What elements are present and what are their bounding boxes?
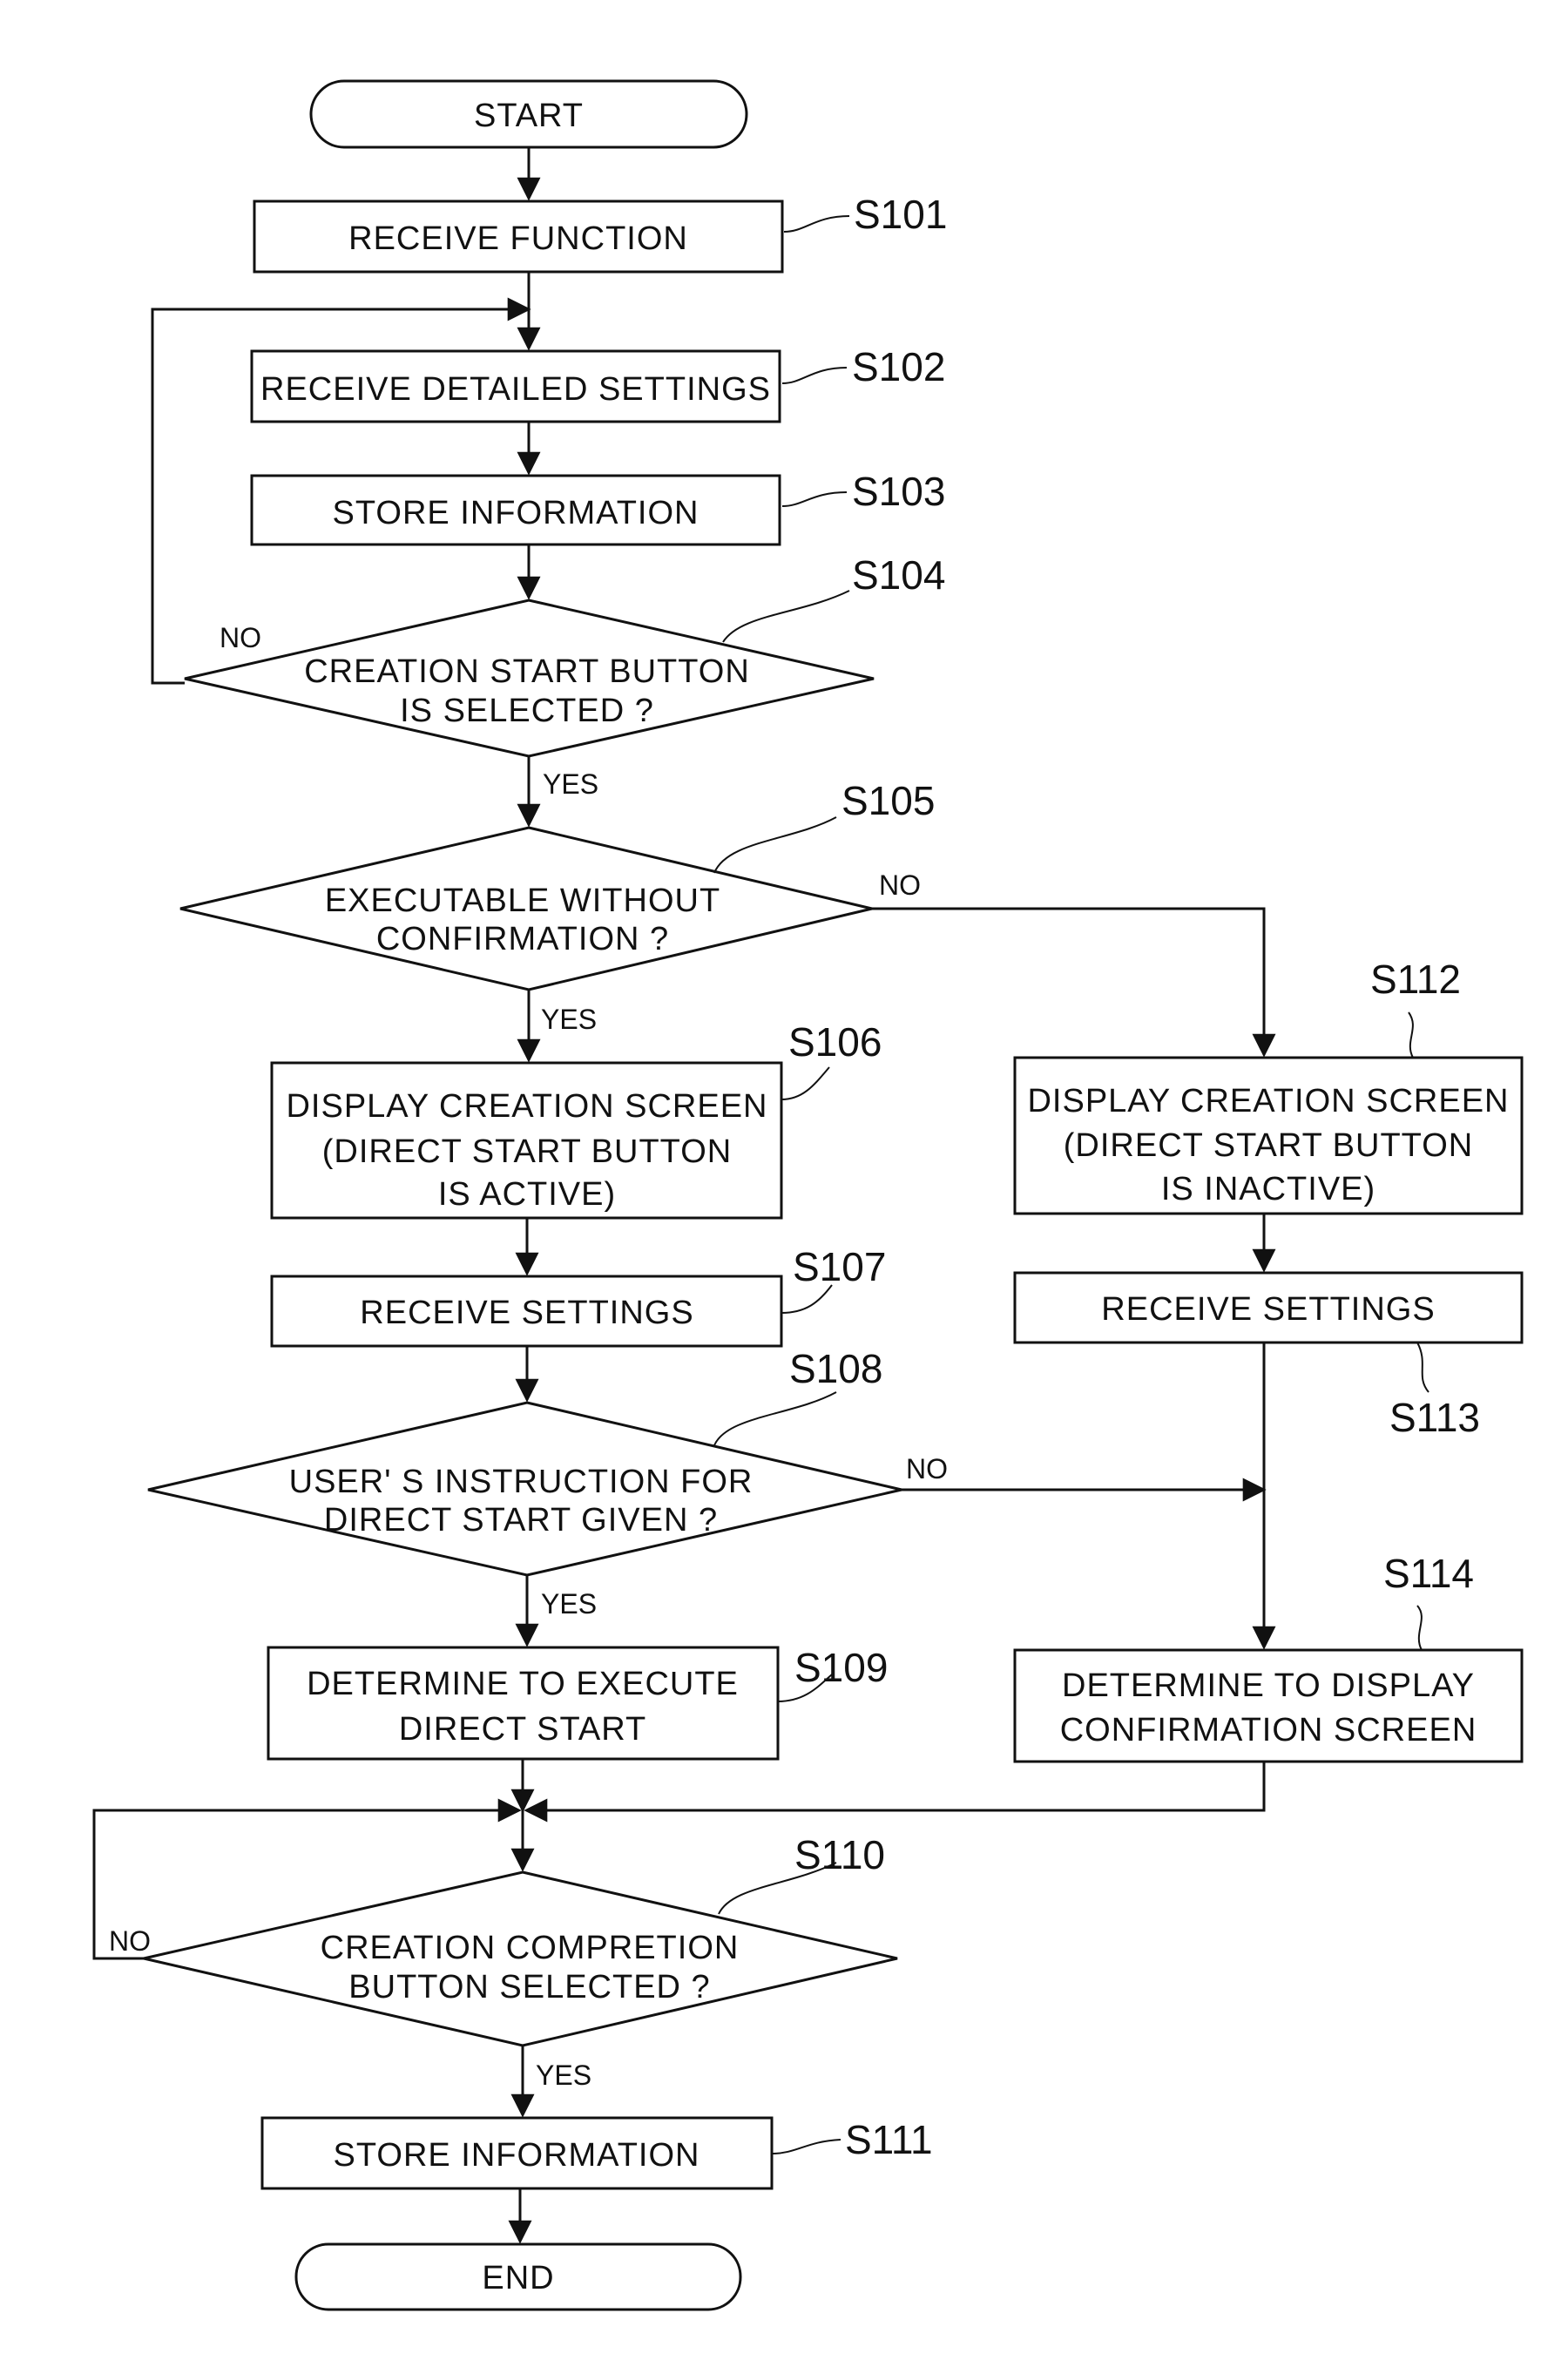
s101-text: RECEIVE FUNCTION — [348, 220, 688, 257]
s104-no-label: NO — [220, 622, 261, 653]
start-node: START — [311, 81, 747, 147]
s108-leader — [714, 1392, 836, 1445]
s106-text-line1: DISPLAY CREATION SCREEN — [286, 1088, 767, 1125]
edge-s114-merge — [526, 1762, 1264, 1810]
s106-text-line2: (DIRECT START BUTTON — [322, 1133, 732, 1170]
s112-text-line3: IS INACTIVE) — [1161, 1171, 1375, 1207]
s110-step-label: S110 — [794, 1832, 885, 1877]
s105-text-line2: CONFIRMATION ? — [376, 921, 669, 957]
s104-leader — [723, 591, 849, 642]
s109-step-label: S109 — [794, 1645, 888, 1690]
s108-no-label: NO — [906, 1453, 948, 1485]
s110-text-line1: CREATION COMPRETION — [321, 1930, 740, 1966]
process-s101: RECEIVE FUNCTION — [254, 201, 782, 272]
start-label: START — [474, 98, 584, 134]
s112-step-label: S112 — [1370, 957, 1461, 1002]
s109-text-line1: DETERMINE TO EXECUTE — [307, 1666, 739, 1702]
s105-no-label: NO — [879, 869, 921, 901]
s104-text-line1: CREATION START BUTTON — [304, 653, 750, 690]
s104-yes-label: YES — [543, 768, 598, 800]
process-s102: RECEIVE DETAILED SETTINGS — [252, 351, 780, 422]
process-s109: DETERMINE TO EXECUTE DIRECT START — [268, 1647, 778, 1759]
s103-text: STORE INFORMATION — [333, 495, 700, 531]
s105-yes-label: YES — [541, 1004, 597, 1035]
s101-step-label: S101 — [854, 192, 947, 237]
s108-text-line2: DIRECT START GIVEN ? — [324, 1502, 718, 1539]
s102-text: RECEIVE DETAILED SETTINGS — [260, 371, 771, 408]
s105-leader — [714, 817, 836, 873]
s110-no-label: NO — [109, 1925, 151, 1957]
s103-leader — [782, 492, 847, 506]
decision-s110: CREATION COMPRETION BUTTON SELECTED ? — [144, 1872, 897, 2046]
s112-leader — [1409, 1012, 1413, 1058]
s110-text-line2: BUTTON SELECTED ? — [348, 1969, 710, 2005]
process-s112: DISPLAY CREATION SCREEN (DIRECT START BU… — [1015, 1058, 1522, 1214]
s106-step-label: S106 — [788, 1019, 882, 1065]
s109-text-line2: DIRECT START — [399, 1711, 646, 1748]
s114-text-line1: DETERMINE TO DISPLAY — [1062, 1667, 1475, 1704]
s107-text: RECEIVE SETTINGS — [360, 1295, 693, 1331]
s108-step-label: S108 — [789, 1346, 882, 1391]
process-s107: RECEIVE SETTINGS — [272, 1276, 781, 1346]
s113-leader — [1417, 1343, 1429, 1392]
decision-s108: USER' S INSTRUCTION FOR DIRECT START GIV… — [148, 1403, 902, 1575]
s106-text-line3: IS ACTIVE) — [438, 1176, 616, 1213]
s104-text-line2: IS SELECTED ? — [400, 693, 654, 729]
edge-s105-no — [872, 909, 1264, 1055]
s114-leader — [1417, 1606, 1422, 1650]
process-s111: STORE INFORMATION — [262, 2118, 772, 2188]
s114-step-label: S114 — [1383, 1551, 1474, 1596]
s111-text: STORE INFORMATION — [334, 2137, 700, 2174]
s108-yes-label: YES — [541, 1588, 597, 1620]
s113-step-label: S113 — [1389, 1395, 1480, 1440]
process-s106: DISPLAY CREATION SCREEN (DIRECT START BU… — [272, 1063, 781, 1218]
process-s103: STORE INFORMATION — [252, 476, 780, 544]
s113-text: RECEIVE SETTINGS — [1101, 1291, 1435, 1328]
end-node: END — [296, 2244, 740, 2310]
s112-text-line1: DISPLAY CREATION SCREEN — [1027, 1083, 1509, 1119]
s107-step-label: S107 — [793, 1244, 886, 1289]
s106-leader — [781, 1067, 829, 1099]
s104-step-label: S104 — [852, 552, 945, 598]
decision-s105: EXECUTABLE WITHOUT CONFIRMATION ? — [180, 828, 872, 990]
s111-step-label: S111 — [845, 2117, 933, 2162]
s101-leader — [784, 216, 849, 232]
s108-text-line1: USER' S INSTRUCTION FOR — [289, 1464, 754, 1500]
s103-step-label: S103 — [852, 469, 945, 514]
s111-leader — [772, 2140, 841, 2154]
process-s114: DETERMINE TO DISPLAY CONFIRMATION SCREEN — [1015, 1650, 1522, 1762]
end-label: END — [482, 2260, 554, 2296]
s105-text-line1: EXECUTABLE WITHOUT — [325, 883, 720, 919]
process-s113: RECEIVE SETTINGS — [1015, 1273, 1522, 1343]
s102-step-label: S102 — [852, 344, 945, 389]
s112-text-line2: (DIRECT START BUTTON — [1064, 1127, 1473, 1164]
s114-text-line2: CONFIRMATION SCREEN — [1060, 1712, 1477, 1748]
s105-step-label: S105 — [841, 778, 935, 823]
decision-s104: CREATION START BUTTON IS SELECTED ? — [185, 600, 874, 756]
s102-leader — [782, 368, 847, 383]
s110-yes-label: YES — [536, 2059, 591, 2091]
